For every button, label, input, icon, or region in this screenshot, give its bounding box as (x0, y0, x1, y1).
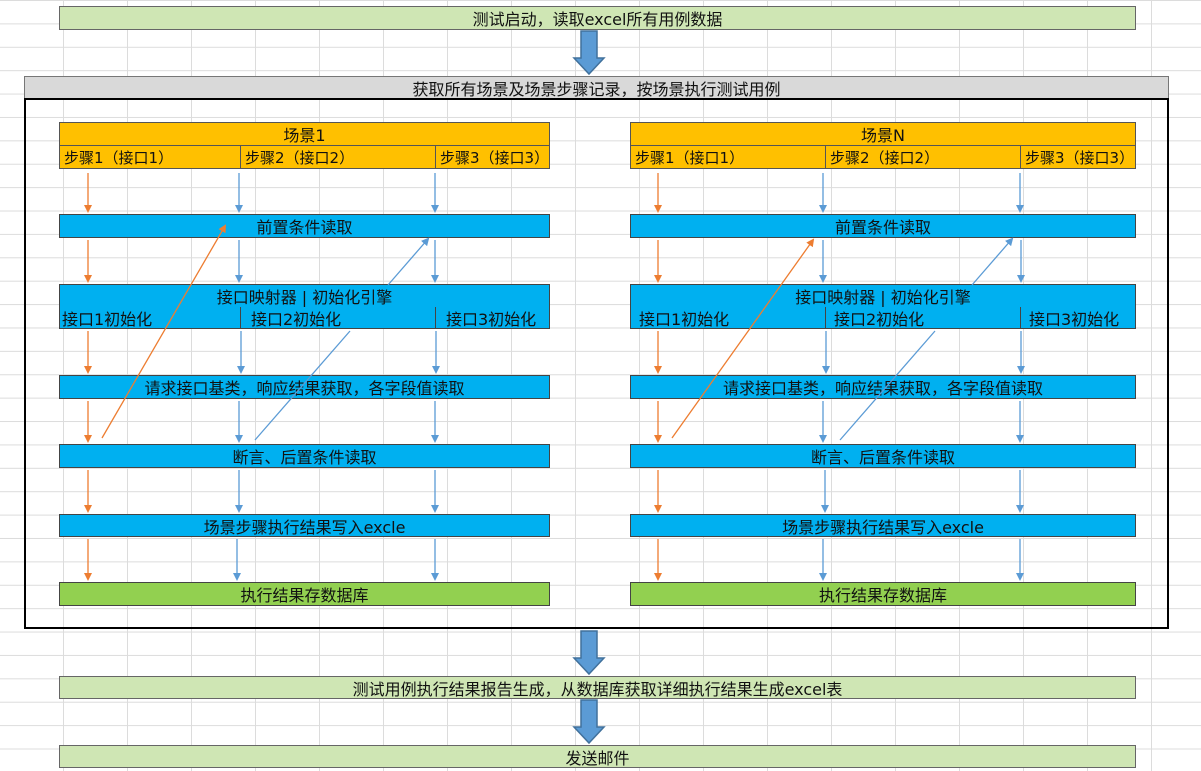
scenario-1-title: 场景1 (59, 122, 550, 146)
scenario-n-step-3: 步骤3（接口3） (1020, 145, 1136, 169)
scenario-n-init-1: 接口1初始化 (630, 307, 825, 329)
scenario-n-title: 场景N (630, 122, 1136, 146)
scenario-1-step-3: 步骤3（接口3） (435, 145, 550, 169)
scenario-n-assert: 断言、后置条件读取 (630, 444, 1136, 468)
scenario-n-request: 请求接口基类，响应结果获取，各字段值读取 (630, 375, 1136, 399)
block-arrow-mail (572, 699, 606, 745)
scenario-n-step-2: 步骤2（接口2） (825, 145, 1020, 169)
scenario-n-orange-arrows (654, 173, 815, 581)
scenario-1-init-1: 接口1初始化 (59, 307, 240, 329)
scenario-n-store: 执行结果存数据库 (630, 582, 1136, 606)
scenario-n-blue-arrows (819, 173, 1025, 581)
scenario-n-mapper: 接口映射器 | 初始化引擎 (630, 284, 1136, 308)
scenario-n-init-3: 接口3初始化 (1020, 307, 1136, 329)
scenario-n-write: 场景步骤执行结果写入excle (630, 514, 1136, 537)
scenario-1-init-3: 接口3初始化 (435, 307, 550, 329)
scenario-1-request: 请求接口基类，响应结果获取，各字段值读取 (59, 375, 550, 399)
scenario-1-init-2: 接口2初始化 (240, 307, 435, 329)
block-arrow-report (572, 630, 606, 676)
scenario-1-write: 场景步骤执行结果写入excle (59, 514, 550, 537)
start-box: 测试启动，读取excel所有用例数据 (59, 6, 1136, 30)
scenario-n-step-1: 步骤1（接口1） (630, 145, 825, 169)
report-box: 测试用例执行结果报告生成，从数据库获取详细执行结果生成excel表 (59, 676, 1136, 699)
scenario-n-precondition: 前置条件读取 (630, 214, 1136, 238)
scenario-1-step-2: 步骤2（接口2） (240, 145, 435, 169)
scenario-1-precondition: 前置条件读取 (59, 214, 550, 238)
scenario-1-assert: 断言、后置条件读取 (59, 444, 550, 468)
block-arrow-start (572, 30, 606, 76)
scenario-1-step-1: 步骤1（接口1） (59, 145, 240, 169)
scenario-n-init-2: 接口2初始化 (825, 307, 1020, 329)
scenario-1-orange-arrows (84, 173, 227, 581)
scenario-frame (24, 98, 1169, 629)
mail-box: 发送邮件 (59, 745, 1136, 768)
scenario-1-store: 执行结果存数据库 (59, 582, 550, 606)
scenario-1-blue-arrows (233, 173, 440, 581)
